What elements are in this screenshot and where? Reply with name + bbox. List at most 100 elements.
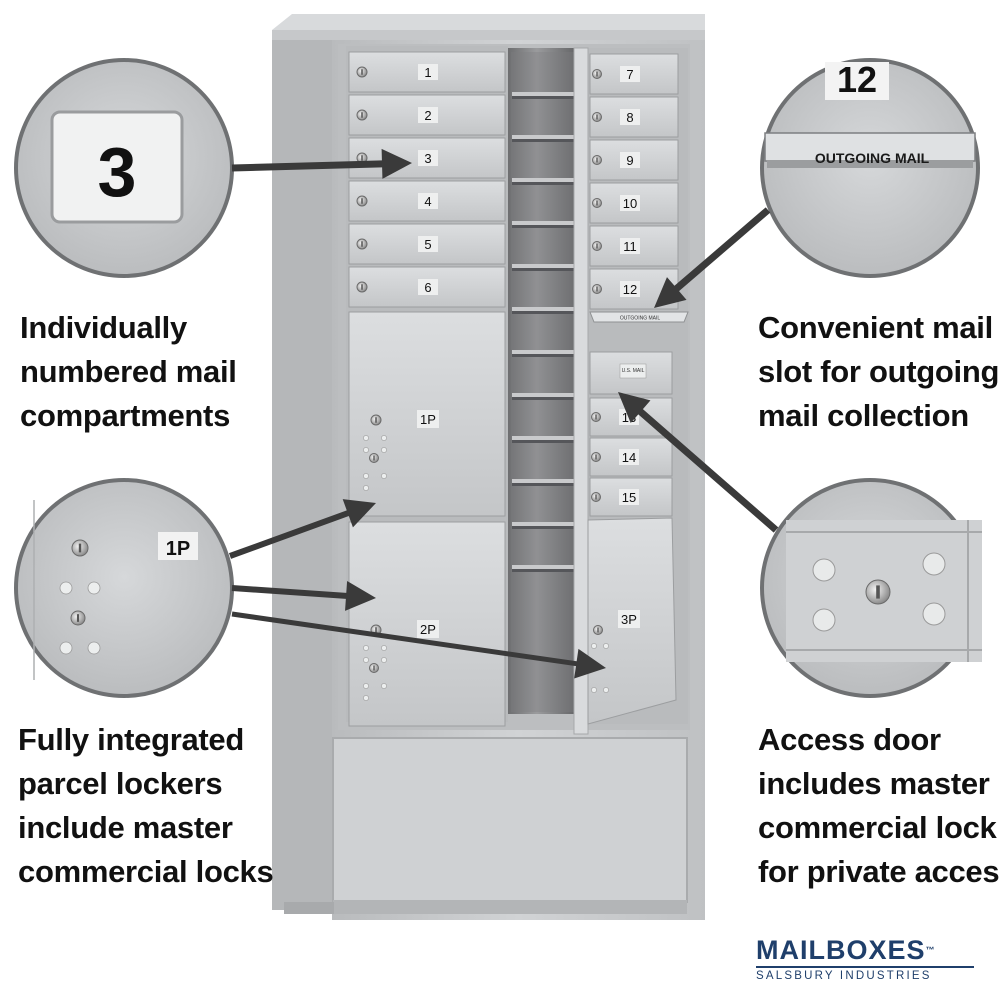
lock-icon <box>591 452 601 462</box>
shelf-shadow <box>512 397 576 400</box>
lock-icon <box>592 198 602 208</box>
mail-compartment-door[interactable]: 8 <box>589 96 679 138</box>
interior-shelf <box>512 307 576 311</box>
interior-shelf <box>512 135 576 139</box>
lock-icon <box>356 195 368 207</box>
caption-line: Access door <box>758 722 941 757</box>
brand-name: MAILBOXES™ <box>756 936 986 964</box>
lock-icon <box>369 663 379 673</box>
lock-icon <box>592 241 602 251</box>
lock-icon <box>591 492 601 502</box>
rivet <box>812 608 836 632</box>
caption-line: commercial lock <box>758 810 997 845</box>
shelf-shadow <box>512 440 576 443</box>
rivet <box>381 657 387 663</box>
lock-icon <box>865 579 891 605</box>
rivet <box>381 645 387 651</box>
mail-compartment-door[interactable]: 11 <box>589 225 679 267</box>
caption-line: parcel lockers <box>18 766 223 801</box>
rivet <box>922 602 946 626</box>
caption-line: include master <box>18 810 233 845</box>
interior-shelf <box>512 565 576 569</box>
mail-compartment-door[interactable]: 3 <box>348 137 506 179</box>
parcel-locker-door[interactable]: 2P <box>348 521 506 727</box>
compartment-number: 9 <box>626 153 633 168</box>
compartment-number: 4 <box>424 194 431 209</box>
zoom-circle-outgoing: 12 OUTGOING MAIL <box>760 58 980 278</box>
rivet <box>363 695 369 701</box>
shelf-shadow <box>512 311 576 314</box>
rivet <box>363 657 369 663</box>
caption-line: mail collection <box>758 398 969 433</box>
mail-compartment-door[interactable]: 1 <box>348 51 506 93</box>
shelf-shadow <box>512 354 576 357</box>
zoom-twelve-label: 12 <box>837 59 877 100</box>
compartment-number: 3 <box>424 151 431 166</box>
lock-icon <box>591 412 601 422</box>
interior-shelf <box>512 522 576 526</box>
callout-arrow <box>231 148 412 179</box>
mail-compartment-door[interactable]: 7 <box>589 53 679 95</box>
mail-compartment-door[interactable]: 4 <box>348 180 506 222</box>
rivet <box>603 687 609 693</box>
mail-compartment-door[interactable]: 10 <box>589 182 679 224</box>
lock-icon <box>369 453 379 463</box>
parcel-label: 1P <box>420 412 436 427</box>
rivet <box>591 687 597 693</box>
caption-line: Individually <box>20 310 187 345</box>
shelf-shadow <box>512 139 576 142</box>
interior-shelf <box>512 221 576 225</box>
zoom-circle-access-lock <box>760 478 982 698</box>
interior-shelf <box>512 436 576 440</box>
lock-icon <box>370 414 382 426</box>
usmail-panel: U.S. MAIL <box>589 351 673 395</box>
callout-arrow <box>231 580 376 611</box>
caption-line: slot for outgoing <box>758 354 1000 389</box>
mail-compartment-door[interactable]: 14 <box>589 437 673 477</box>
compartment-number: 1 <box>424 65 431 80</box>
interior-shelf <box>512 479 576 483</box>
lock-icon <box>592 284 602 294</box>
rivet <box>363 447 369 453</box>
parcel-locker-door[interactable]: 1P <box>348 311 506 517</box>
caption-compartments: Individually numbered mail compartments <box>20 306 237 438</box>
rivet <box>363 683 369 689</box>
interior-shelf <box>512 350 576 354</box>
parcel-locker-door[interactable]: 3P <box>587 517 677 725</box>
caption-line: Convenient mail <box>758 310 993 345</box>
compartment-number: 2 <box>424 108 431 123</box>
interior-shelf <box>512 178 576 182</box>
lock-icon <box>71 539 89 557</box>
lock-icon <box>592 112 602 122</box>
mail-compartment-door[interactable]: 5 <box>348 223 506 265</box>
callout-arrow <box>228 499 376 559</box>
compartment-number: 12 <box>623 282 637 297</box>
svg-text:U.S. MAIL: U.S. MAIL <box>622 368 645 374</box>
rivet <box>381 683 387 689</box>
lock-icon <box>356 66 368 78</box>
callout-arrow <box>618 392 779 533</box>
mail-compartment-door[interactable]: 6 <box>348 266 506 308</box>
compartment-number: 5 <box>424 237 431 252</box>
rivet <box>381 473 387 479</box>
compartment-number: 10 <box>623 196 637 211</box>
rivet <box>381 435 387 441</box>
shelf-shadow <box>512 96 576 99</box>
zoom-circle-parcel-lock: 1P <box>14 478 234 698</box>
callout-arrows <box>228 148 779 679</box>
rivet <box>363 485 369 491</box>
zoom-circle-number: 3 <box>14 58 234 278</box>
lock-icon <box>356 109 368 121</box>
mail-compartment-door[interactable]: 15 <box>589 477 673 517</box>
mail-compartment-door[interactable]: 2 <box>348 94 506 136</box>
brand-rule <box>756 966 974 968</box>
right-door-column: 7891011121314153P OUTGOING MAIL U.S. MAI… <box>573 47 689 735</box>
brand-name-text: MAILBOXES <box>756 935 926 965</box>
cabinet-interior <box>508 48 580 714</box>
callout-arrow <box>231 611 606 679</box>
outgoing-mail-slot[interactable]: OUTGOING MAIL <box>589 311 689 323</box>
caption-access-door: Access door includes master commercial l… <box>758 718 1000 894</box>
cabinet-pedestal <box>332 737 688 903</box>
mail-compartment-door[interactable]: 9 <box>589 139 679 181</box>
